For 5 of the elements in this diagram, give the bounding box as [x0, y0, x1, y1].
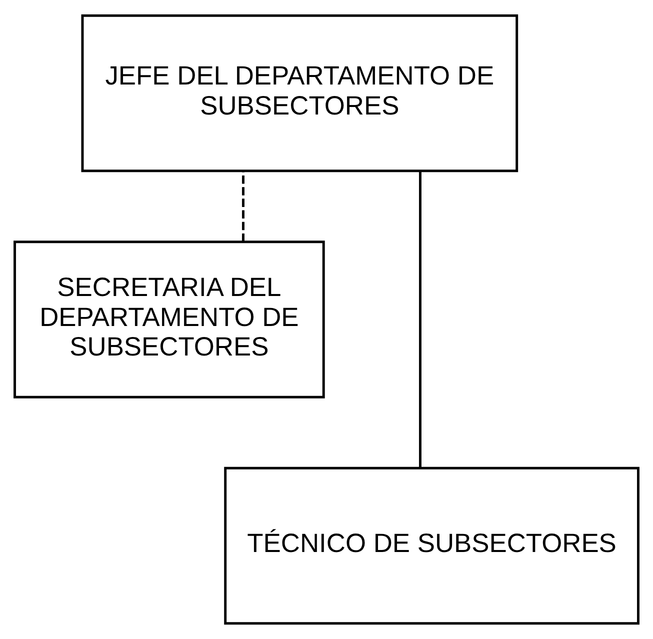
node-box: TÉCNICO DE SUBSECTORES [224, 466, 640, 625]
node-box: SECRETARIA DEL DEPARTAMENTO DE SUBSECTORES [14, 240, 325, 398]
node-box: JEFE DEL DEPARTAMENTO DE SUBSECTORES [81, 14, 518, 172]
connector [242, 171, 244, 242]
connector [419, 171, 422, 468]
